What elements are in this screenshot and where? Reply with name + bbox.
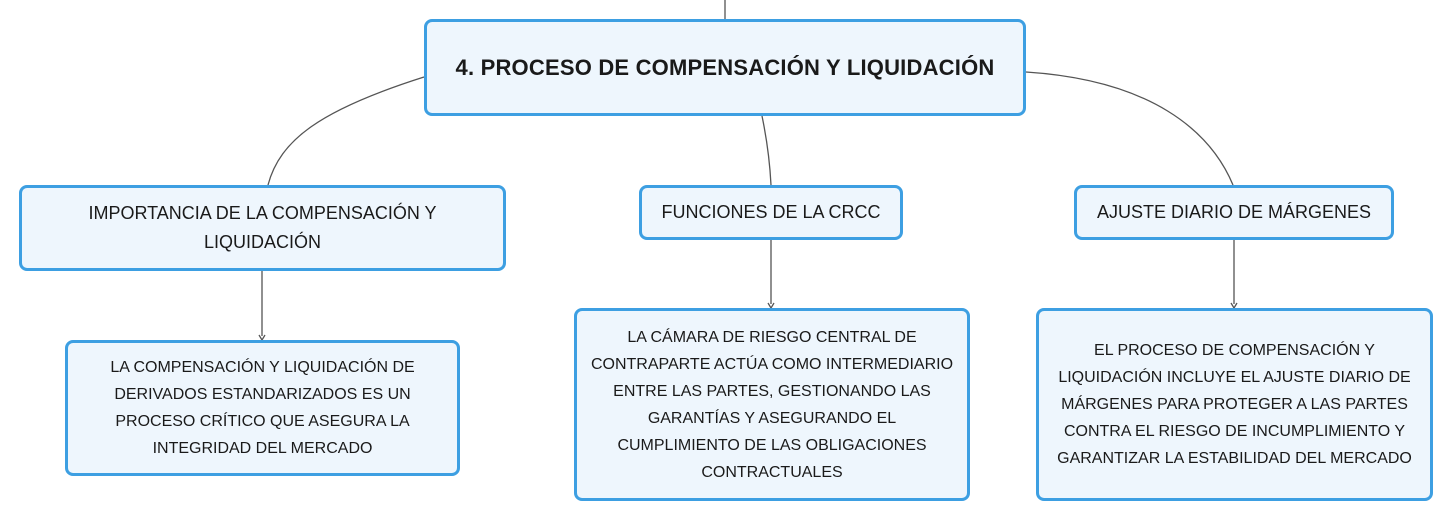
subtopic-funciones-text: LA CÁMARA DE RIESGO CENTRAL DE CONTRAPAR…: [590, 328, 954, 481]
topic-ajuste-margenes[interactable]: AJUSTE DIARIO DE MÁRGENES: [1074, 185, 1394, 240]
subtopic-ajuste-detail[interactable]: EL PROCESO DE COMPENSACIÓN Y LIQUIDACIÓN…: [1036, 308, 1433, 501]
topic-funciones-crcc[interactable]: FUNCIONES DE LA CRCC: [639, 185, 903, 240]
root-topic[interactable]: 4. PROCESO DE COMPENSACIÓN Y LIQUIDACIÓN: [424, 19, 1026, 116]
topic-importancia[interactable]: IMPORTANCIA DE LA COMPENSACIÓN Y LIQUIDA…: [19, 185, 506, 271]
subtopic-ajuste-text: EL PROCESO DE COMPENSACIÓN Y LIQUIDACIÓN…: [1057, 342, 1412, 467]
topic-ajuste-label: AJUSTE DIARIO DE MÁRGENES: [1096, 202, 1372, 222]
connector-root-to-ajuste: [1025, 71, 1234, 186]
subtopic-importancia-text: LA COMPENSACIÓN Y LIQUIDACIÓN DE DERIVAD…: [110, 359, 415, 457]
root-topic-label: 4. PROCESO DE COMPENSACIÓN Y LIQUIDACIÓN: [455, 54, 995, 80]
connector-root-to-funciones: [761, 115, 772, 186]
topic-importancia-label: IMPORTANCIA DE LA COMPENSACIÓN Y LIQUIDA…: [88, 203, 437, 252]
connector-root-to-importancia: [267, 76, 425, 186]
subtopic-funciones-detail[interactable]: LA CÁMARA DE RIESGO CENTRAL DE CONTRAPAR…: [574, 308, 970, 501]
topic-funciones-label: FUNCIONES DE LA CRCC: [661, 202, 881, 222]
subtopic-importancia-detail[interactable]: LA COMPENSACIÓN Y LIQUIDACIÓN DE DERIVAD…: [65, 340, 460, 476]
